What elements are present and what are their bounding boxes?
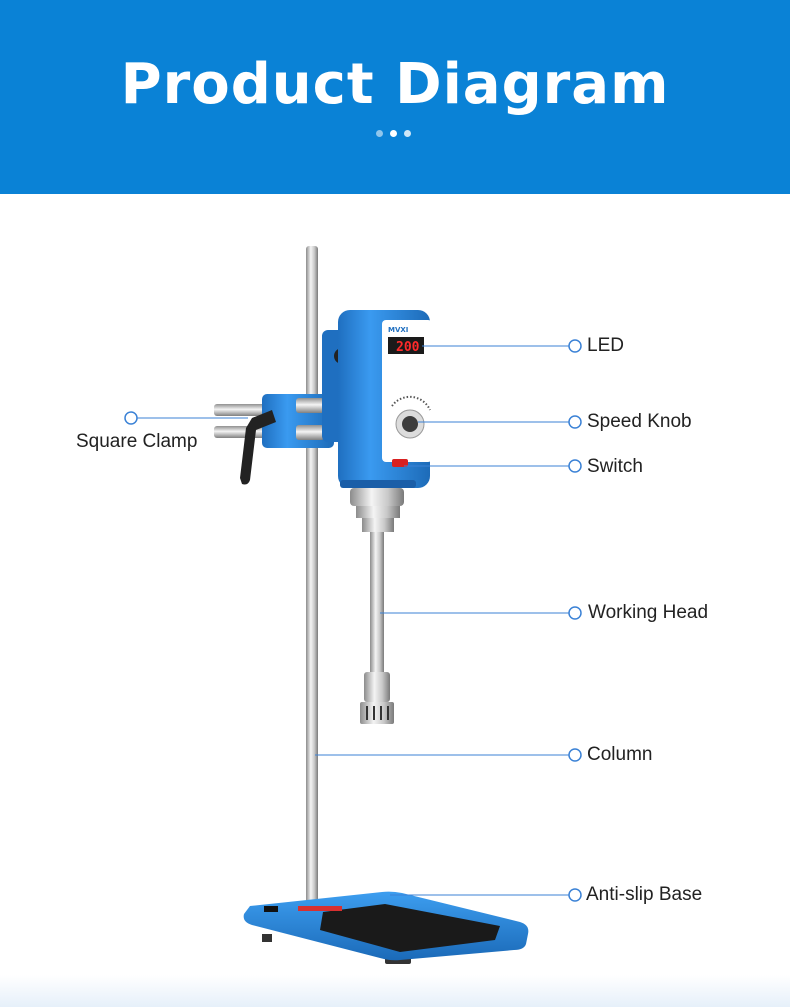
callout-circle-icon <box>568 888 582 902</box>
callout-circle-icon <box>568 415 582 429</box>
brand-logo: MVXI <box>388 326 408 334</box>
product-illustration: MVXI 200 <box>124 246 582 964</box>
column-rod <box>306 246 318 914</box>
dot-decoration <box>390 130 397 137</box>
callout-label-anti-slip-base: Anti-slip Base <box>586 884 703 905</box>
footer-band <box>0 975 790 1007</box>
anti-slip-base <box>243 891 529 964</box>
page-title: Product Diagram <box>120 52 670 117</box>
title-dots <box>376 130 416 138</box>
dot-decoration <box>404 130 411 137</box>
square-clamp <box>214 394 334 485</box>
callout-label-led: LED <box>587 335 624 356</box>
header-banner: Product Diagram <box>0 0 790 194</box>
callout-label-column: Column <box>587 744 653 765</box>
callout-circle-icon <box>568 606 582 620</box>
callout-circle-icon <box>124 411 138 425</box>
callout-circle-icon <box>568 748 582 762</box>
callout-label-square-clamp: Square Clamp <box>76 431 198 452</box>
callout-label-working-head: Working Head <box>588 602 709 623</box>
callout-markers <box>124 339 582 902</box>
callout-circle-icon <box>568 459 582 473</box>
callout-lines <box>137 345 569 896</box>
dot-decoration <box>376 130 383 137</box>
callout-circle-icon <box>568 339 582 353</box>
working-head <box>350 488 404 724</box>
led-readout: 200 <box>396 340 420 355</box>
callout-label-switch: Switch <box>587 456 643 477</box>
callout-label-speed-knob: Speed Knob <box>587 411 692 432</box>
motor-housing: MVXI 200 <box>322 310 432 488</box>
